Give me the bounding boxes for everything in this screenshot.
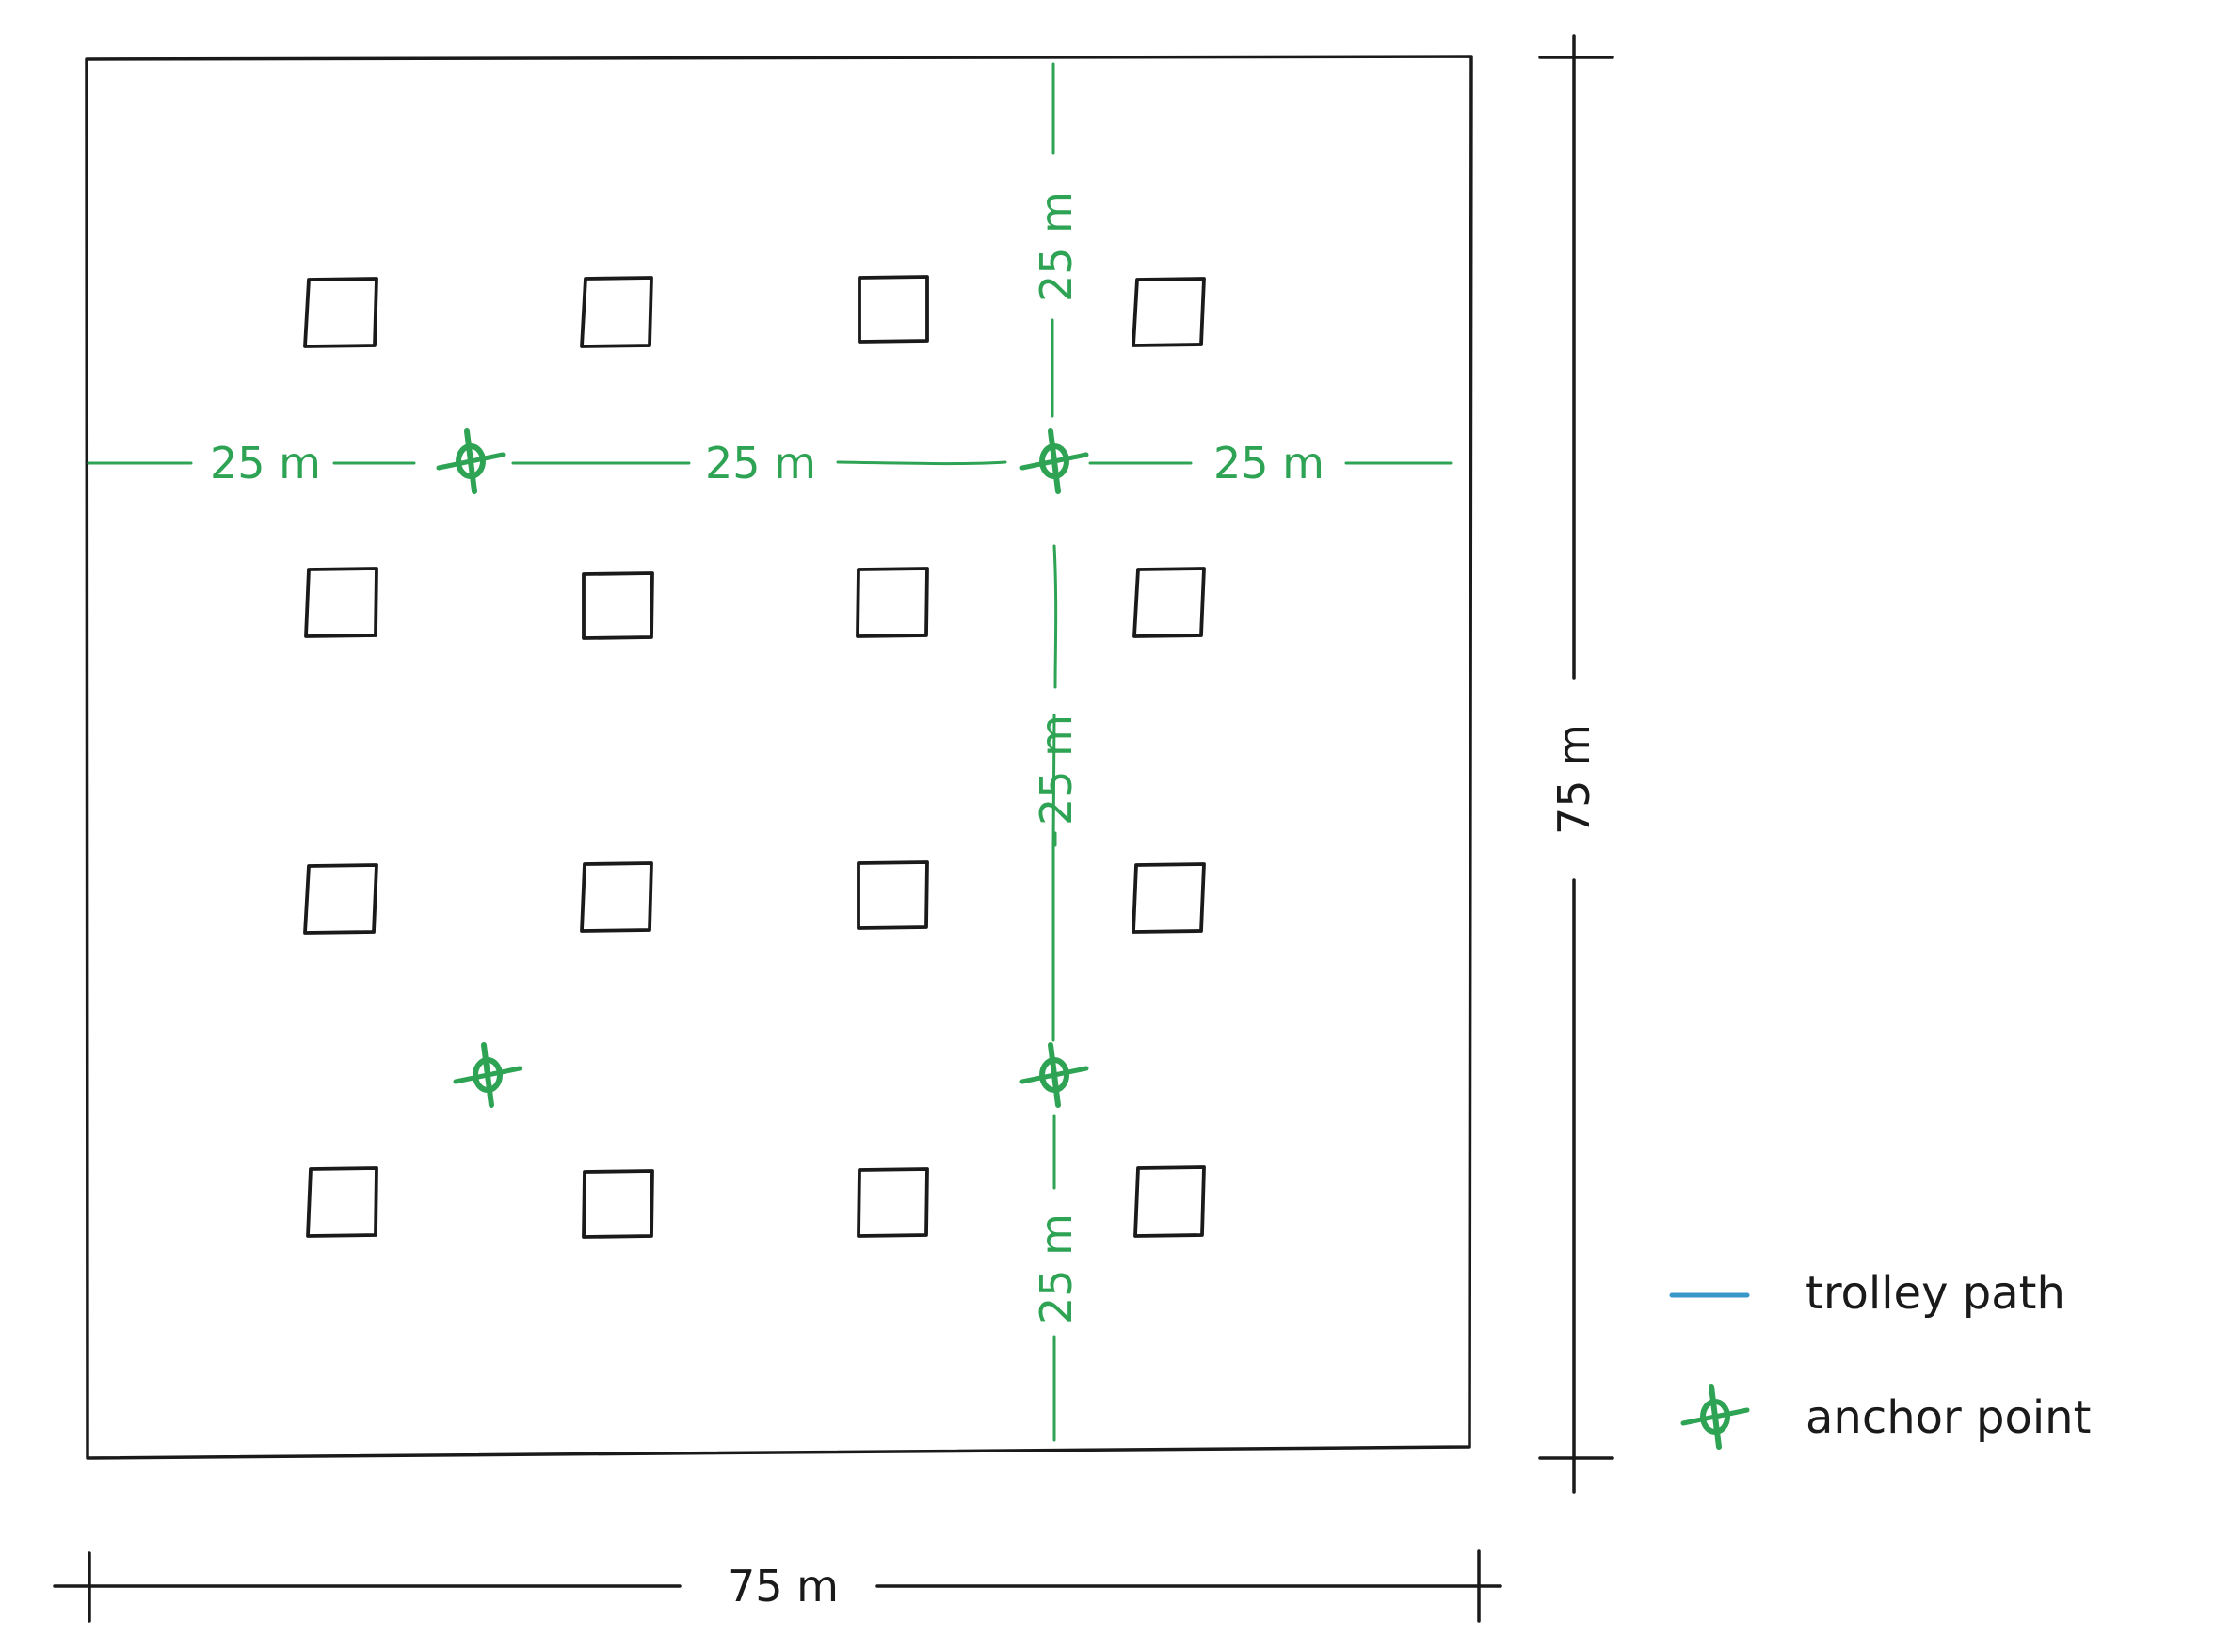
pillar [582, 1169, 654, 1239]
vertical-measure-line [1051, 62, 1058, 1442]
height-dimension [1538, 34, 1614, 1494]
pillar [580, 861, 653, 933]
vertical-segment-label: 25 m [1031, 714, 1082, 826]
height-dimension-label: 75 m [1549, 724, 1599, 835]
horizontal-segment-label: 25 m [1213, 438, 1324, 489]
pillar [304, 567, 378, 638]
anchor-point-icon [1683, 1387, 1747, 1447]
legend-label-trolley-path: trolley path [1806, 1267, 2065, 1320]
legend: trolley path anchor point [1669, 1267, 2091, 1447]
pillar [303, 863, 378, 935]
anchor-point-icon [1022, 1045, 1086, 1105]
site-boundary [85, 54, 1473, 1460]
pillar [857, 1167, 929, 1238]
pillar [580, 276, 653, 348]
pillar [857, 860, 929, 930]
anchor-point-icon [456, 1045, 520, 1105]
pillar [1133, 1165, 1206, 1238]
pillar-grid [303, 275, 1206, 1239]
pillar [582, 571, 654, 640]
horizontal-segment-label: 25 m [210, 438, 321, 489]
pillar [1132, 277, 1206, 347]
width-dimension [53, 1549, 1502, 1623]
anchor-point-icon [1022, 431, 1086, 491]
pillar [1132, 862, 1206, 934]
pillar [856, 567, 929, 638]
pillar [858, 275, 929, 344]
vertical-segment-label: 25 m [1031, 191, 1082, 302]
vertical-segment-label: 25 m [1031, 1213, 1082, 1324]
horizontal-measure-line [87, 460, 1453, 466]
pillar [306, 1166, 378, 1238]
horizontal-segment-label: 25 m [705, 438, 816, 489]
legend-label-anchor-point: anchor point [1806, 1391, 2091, 1444]
pillar [1132, 567, 1206, 638]
width-dimension-label: 75 m [728, 1561, 839, 1612]
pillar [303, 277, 378, 348]
anchor-point-icon [439, 431, 503, 491]
